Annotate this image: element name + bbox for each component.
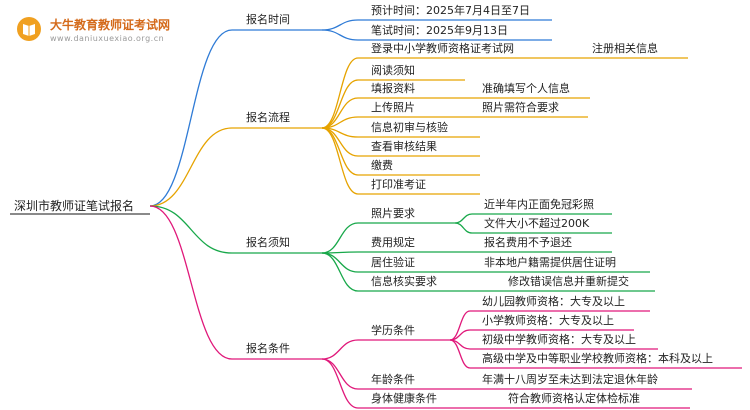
connector-flow-item [321,127,359,176]
flow-sub: 照片需符合要求 [482,101,559,114]
notice-sub: 近半年内正面免冠彩照 [484,198,594,211]
notice-item: 信息核实要求 [371,275,437,288]
brand-url: www.daniuxuexiao.org.cn [50,34,165,43]
branch-cond: 报名条件 [246,342,290,355]
branch-time: 报名时间 [246,13,290,26]
cond-sub: 初级中学教师资格：大专及以上 [482,333,636,346]
flow-item: 阅读须知 [371,64,415,77]
cond-sub: 符合教师资格认定体检标准 [508,392,640,405]
flow-item: 查看审核结果 [371,140,437,153]
brand-logo: 大牛教育教师证考试网 www.daniuxuexiao.org.cn [12,10,222,50]
notice-item: 费用规定 [371,236,415,249]
flow-item: 信息初审与核验 [371,121,448,134]
flow-item: 上传照片 [371,101,415,114]
brand-name: 大牛教育教师证考试网 [50,18,171,32]
connector-notice-sub [454,213,473,224]
connector-flow [149,127,233,207]
notice-item: 照片要求 [371,207,415,220]
branch-notice: 报名须知 [246,236,290,249]
book-icon [17,17,41,41]
flow-sub: 注册相关信息 [592,42,658,55]
notice-sub: 文件大小不超过200K [484,217,590,230]
connector-time-item [321,19,359,31]
cond-sub: 幼儿园教师资格：大专及以上 [482,295,625,308]
flow-sub: 准确填写个人信息 [482,82,570,95]
cond-item: 年龄条件 [371,373,415,386]
flow-item: 登录中小学教师资格证考试网 [371,42,514,55]
time-item: 笔试时间：2025年9月13日 [371,24,508,37]
connector-cond-item [321,339,359,360]
branch-flow: 报名流程 [246,111,290,124]
connector-flow-item [321,79,359,129]
connector-cond-item [321,358,359,409]
connector-notice [149,205,233,254]
flow-item: 缴费 [371,159,393,172]
time-item: 预计时间：2025年7月4日至7日 [371,4,530,17]
connector-time-item [321,29,359,41]
notice-sub: 非本地户籍需提供居住证明 [484,256,616,269]
cond-sub: 小学教师资格：大专及以上 [482,314,614,327]
cond-sub: 高级中学及中等职业学校教师资格：本科及以上 [482,352,713,365]
connector-time [149,29,233,207]
connector-notice-item [321,252,359,273]
notice-item: 居住验证 [371,256,415,269]
connector-flow-item [321,127,359,195]
connector-notice-item [321,222,359,254]
notice-sub: 报名费用不予退还 [484,236,572,249]
flow-item: 打印准考证 [371,178,426,191]
root-topic: 深圳市教师证笔试报名 [14,199,135,213]
cond-sub: 年满十八周岁至未达到法定退休年龄 [482,373,658,386]
connector-cond-sub [449,339,471,369]
connector-cond [149,205,233,360]
cond-item: 学历条件 [371,324,415,337]
flow-item: 填报资料 [371,82,415,95]
connector-notice-sub [454,222,473,234]
connector-flow-item [321,57,359,129]
cond-item: 身体健康条件 [371,392,437,405]
notice-sub: 修改错误信息并重新提交 [508,275,629,288]
connector-notice-item [321,252,359,292]
